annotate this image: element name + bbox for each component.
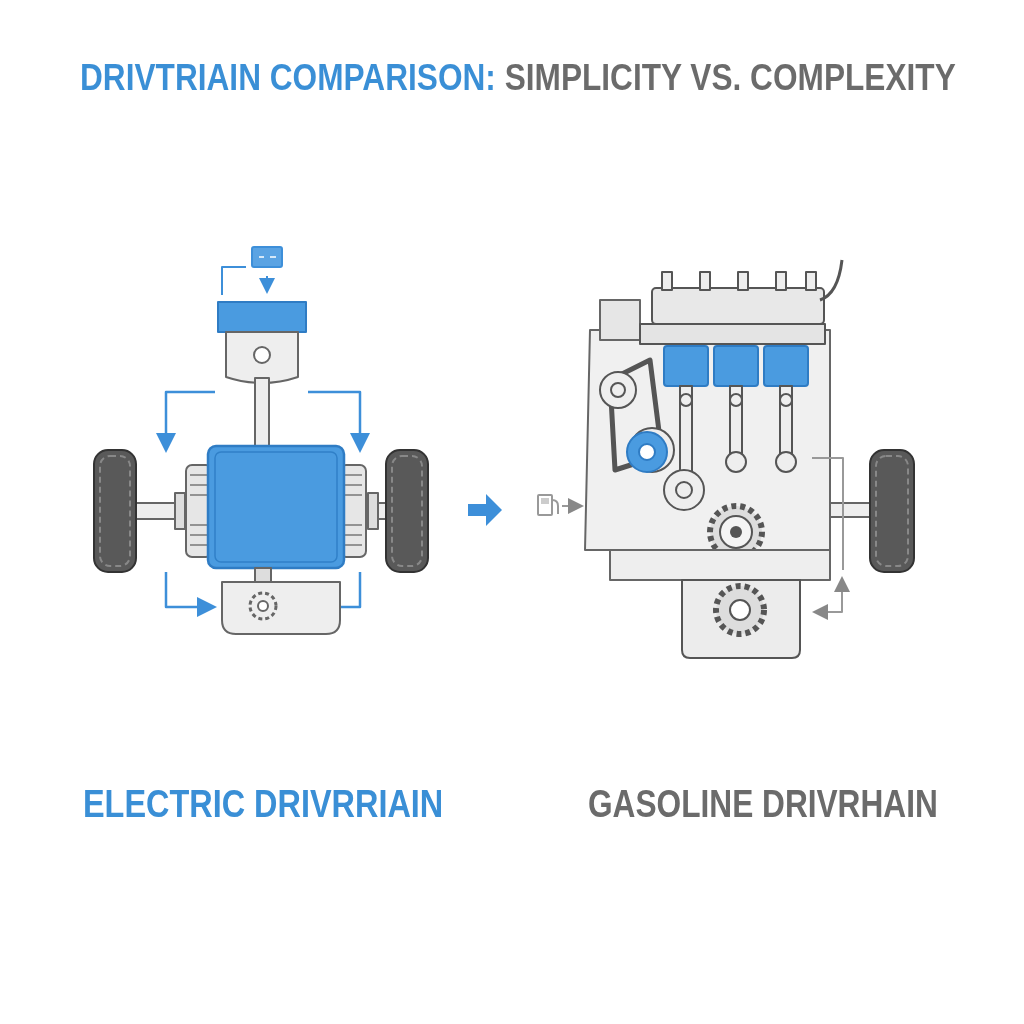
section-label: ELECTRIC DRIVRRIAIN <box>83 785 443 823</box>
gasoline-drivetrain-art <box>538 260 914 658</box>
diagram-title: DRIVTRIAIN COMPARISON: SIMPLICITY VS. CO… <box>80 58 956 96</box>
section-label: GASOLINE DRIVRHAIN <box>588 785 938 823</box>
electric-drivetrain-art <box>94 240 428 634</box>
transition-arrow <box>468 494 502 526</box>
